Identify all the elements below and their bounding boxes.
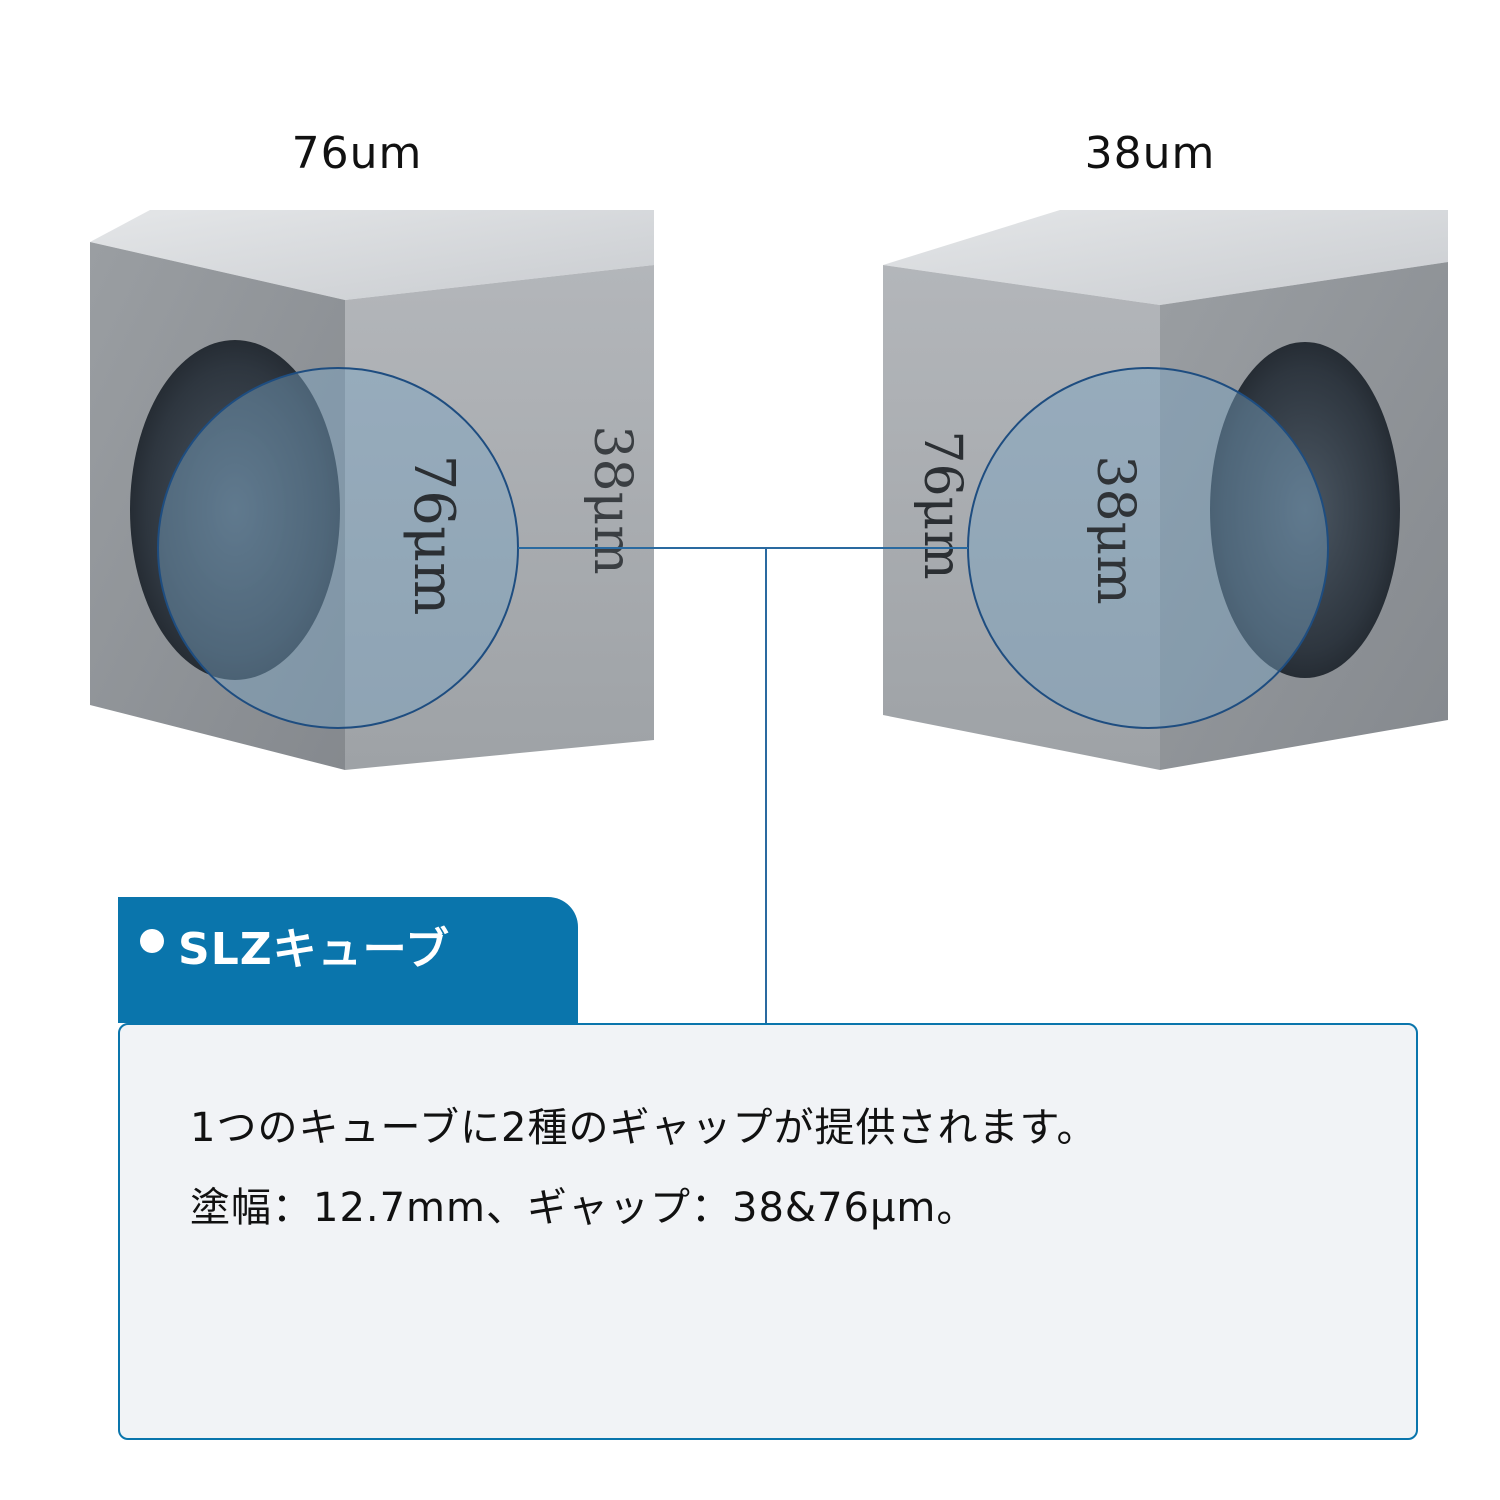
bullet-dot-icon — [140, 929, 164, 953]
left-side-engraving: 38μm — [582, 425, 642, 574]
left-cube-front-face — [345, 265, 654, 770]
panel-title: SLZキューブ — [178, 924, 450, 975]
right-cube: 76μm 38μm — [883, 210, 1448, 770]
left-cube: 76μm 38μm — [90, 210, 654, 770]
description-panel: 1つのキューブに2種のギャップが提供されます。 塗幅：12.7mm、ギャップ：3… — [118, 1023, 1418, 1440]
description-line-2: 塗幅：12.7mm、ギャップ：38&76μm。 — [190, 1185, 978, 1231]
right-cube-gap-hole — [1210, 342, 1400, 678]
left-front-engraving: 76μm — [401, 455, 466, 616]
right-front-engraving: 76μm — [912, 430, 972, 579]
right-side-engraving: 38μm — [1085, 455, 1145, 604]
left-cube-label: 76um — [291, 128, 423, 179]
description-line-1: 1つのキューブに2種のギャップが提供されます。 — [190, 1105, 1098, 1151]
right-cube-top-face — [883, 210, 1448, 305]
connector-lines — [518, 547, 968, 1023]
left-cube-top-face — [90, 210, 654, 300]
right-highlight-circle — [967, 367, 1329, 729]
panel-header: SLZキューブ — [118, 897, 578, 1023]
left-cube-gap-hole — [130, 340, 340, 680]
right-cube-front-face — [883, 265, 1160, 770]
right-cube-label: 38um — [1084, 128, 1216, 179]
